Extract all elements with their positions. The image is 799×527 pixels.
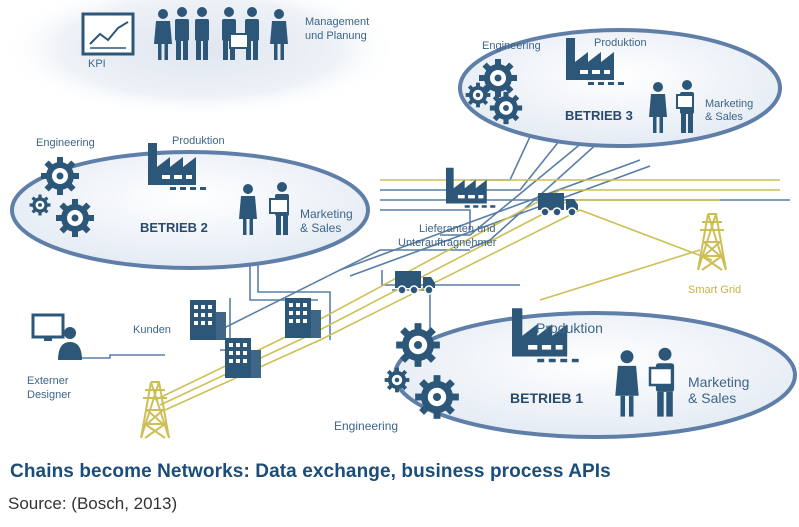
designer-label-2: Designer — [27, 389, 71, 401]
kpi-label: KPI — [88, 58, 106, 70]
kunden-buildings-icon — [190, 298, 321, 378]
betrieb1-marketing-label-2: & Sales — [688, 390, 736, 406]
betrieb2-engineering-label: Engineering — [36, 137, 95, 149]
betrieb3-label: BETRIEB 3 — [565, 108, 633, 123]
kunden-label: Kunden — [133, 324, 171, 336]
betrieb1-marketing-label-1: Marketing — [688, 374, 749, 390]
lieferanten-label-1: Lieferanten und — [419, 223, 495, 235]
betrieb2-marketing-label-2: & Sales — [300, 221, 341, 235]
designer-icon — [31, 313, 82, 360]
betrieb1-engineering-label: Engineering — [334, 419, 398, 433]
smart-grid-pylon-icon — [697, 213, 727, 271]
smart-grid-label: Smart Grid — [688, 284, 741, 296]
management-label-2: und Planung — [305, 30, 367, 42]
betrieb2-label: BETRIEB 2 — [140, 220, 208, 235]
betrieb1-people-icon — [615, 347, 675, 417]
designer-label-1: Externer — [27, 375, 69, 387]
lieferanten-label-2: Unterauftragnehmer — [398, 237, 497, 249]
betrieb3-people-icon — [649, 80, 694, 133]
betrieb2-ring — [10, 150, 370, 270]
betrieb2-marketing-label-1: Marketing — [300, 207, 353, 221]
betrieb2-produktion-label: Produktion — [172, 135, 225, 147]
betrieb1-label: BETRIEB 1 — [510, 390, 583, 406]
lieferanten-truck-icon — [537, 192, 579, 217]
management-people-icon — [154, 7, 288, 60]
delivery-truck-icon — [394, 270, 436, 295]
caption: Chains become Networks: Data exchange, b… — [10, 461, 611, 482]
betrieb3-produktion-label: Produktion — [594, 37, 647, 49]
betrieb3-ring — [458, 28, 782, 148]
bottom-pylon-icon — [140, 381, 170, 439]
source-citation: Source: (Bosch, 2013) — [8, 494, 178, 513]
management-label-1: Management — [305, 16, 369, 28]
betrieb3-engineering-label: Engineering — [482, 40, 541, 52]
betrieb3-marketing-label-2: & Sales — [705, 111, 743, 123]
betrieb2-people-icon — [239, 182, 289, 235]
kpi-icon — [81, 12, 135, 56]
betrieb1-produktion-label: Produktion — [536, 320, 603, 336]
betrieb3-marketing-label-1: Marketing — [705, 98, 753, 110]
